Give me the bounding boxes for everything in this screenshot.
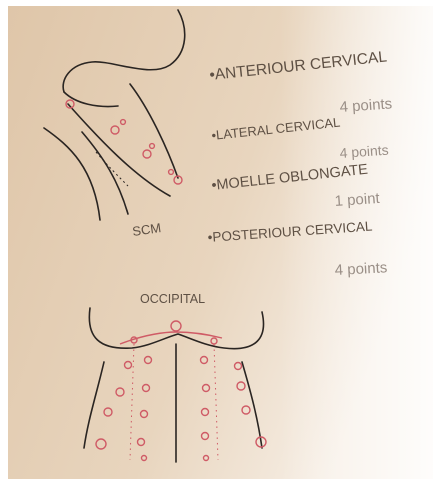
occipital-label: OCCIPITAL — [140, 292, 205, 306]
legend-lateral-count: 4 points — [339, 142, 389, 161]
paper-glare — [280, 6, 433, 479]
legend-posterior-count: 4 points — [334, 259, 387, 279]
legend-moelle-count: 1 point — [334, 190, 381, 210]
